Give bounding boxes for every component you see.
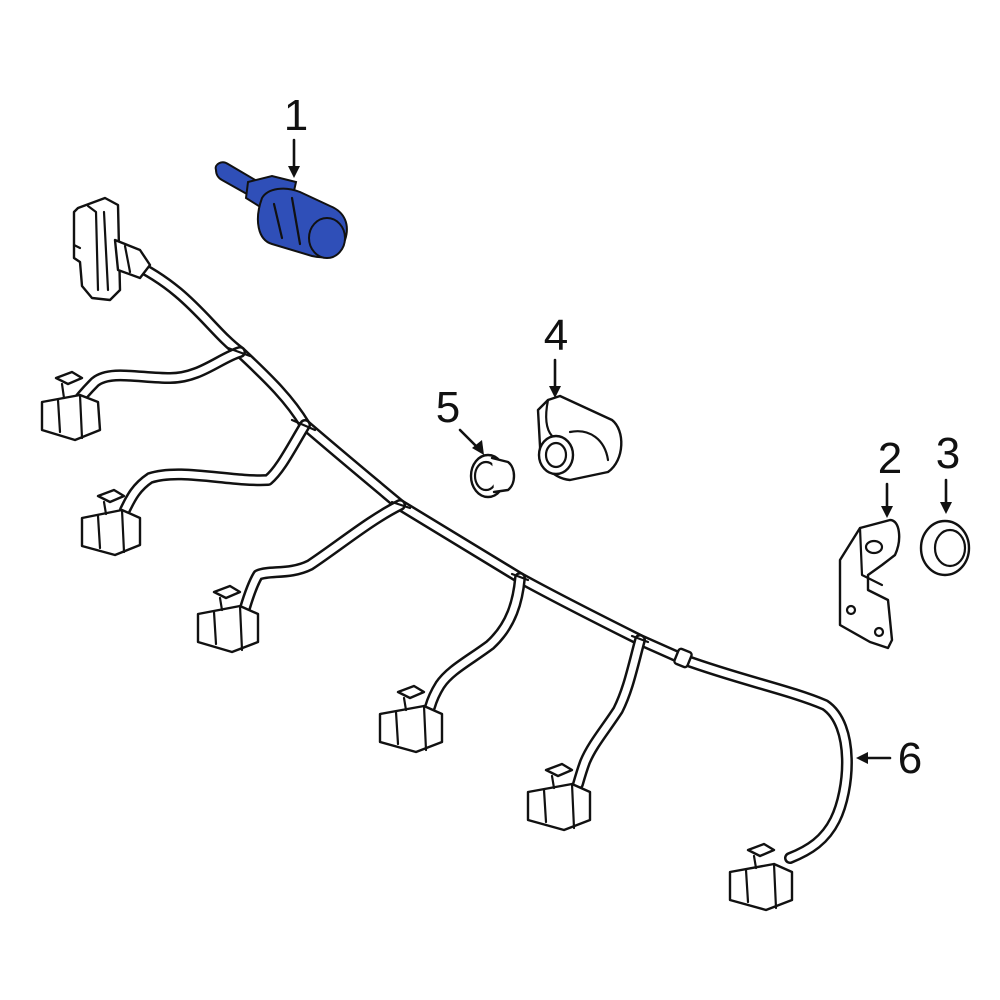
harness-connector-4 [378, 684, 444, 754]
callout-4: 4 [544, 311, 568, 398]
harness-connector-6 [728, 842, 794, 912]
part-2-bracket[interactable] [838, 518, 901, 650]
wiring-harness[interactable] [40, 196, 853, 912]
harness-connector-1 [40, 370, 102, 442]
callout-2: 2 [878, 434, 902, 518]
harness-connector-2 [80, 488, 142, 557]
part-4-sensor-holder[interactable] [536, 394, 623, 482]
part-5-grommet[interactable] [469, 453, 516, 499]
callout-3: 3 [936, 429, 960, 514]
callout-6: 6 [856, 734, 922, 783]
callout-3-label: 3 [936, 429, 960, 478]
callout-1: 1 [284, 91, 308, 178]
harness-connector-5 [526, 762, 592, 832]
callout-5: 5 [436, 383, 484, 455]
part-3-ring[interactable] [919, 519, 971, 577]
part-1-face [308, 217, 346, 259]
harness-main-connector [72, 196, 152, 302]
part-1-sensor[interactable] [214, 161, 348, 259]
callout-2-label: 2 [878, 434, 902, 483]
callout-4-label: 4 [544, 311, 568, 360]
callout-1-label: 1 [284, 91, 308, 140]
callout-5-label: 5 [436, 383, 460, 432]
callout-6-label: 6 [898, 734, 922, 783]
harness-connector-3 [196, 584, 260, 654]
